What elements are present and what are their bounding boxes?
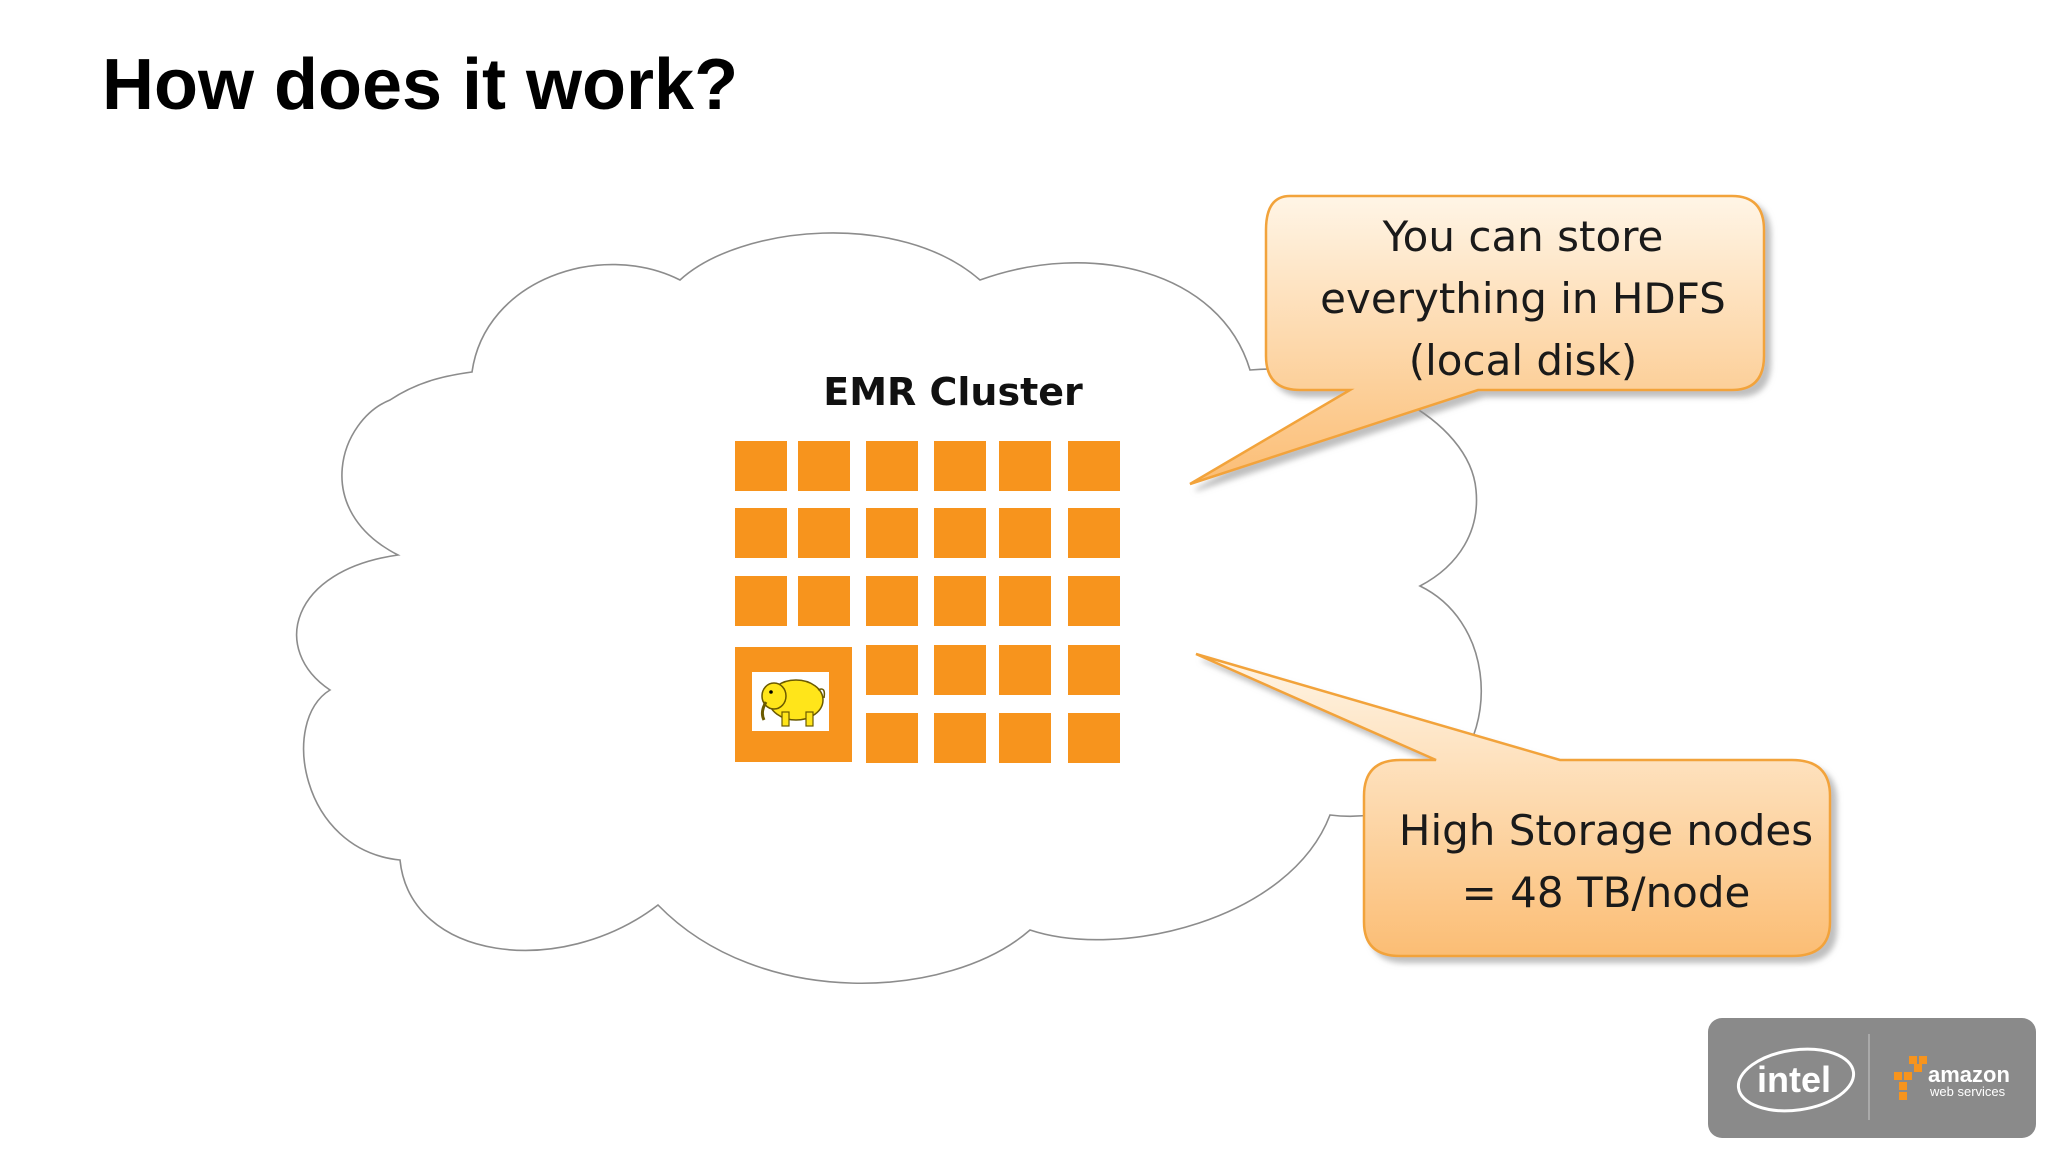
callout-storage-text: High Storage nodes = 48 TB/node [1366, 800, 1846, 924]
partner-logo-badge [1708, 1018, 2036, 1138]
cluster-node [999, 508, 1051, 558]
cluster-node [1068, 713, 1120, 763]
callout-storage [1195, 652, 1832, 958]
cluster-node [735, 508, 787, 558]
cluster-node [1068, 576, 1120, 626]
cluster-node [934, 713, 986, 763]
intel-logo: intel [1736, 1047, 1856, 1113]
callout-line: High Storage nodes [1398, 806, 1814, 855]
slide-title: How does it work? [102, 45, 739, 125]
cluster-node [866, 645, 918, 695]
callout-line: = 48 TB/node [1461, 868, 1751, 917]
cluster-node [866, 713, 918, 763]
aws-logo: amazon web services [1894, 1056, 2010, 1100]
aws-logo-text: amazon [1928, 1062, 2010, 1087]
cluster-node [934, 645, 986, 695]
cluster-node [1068, 508, 1120, 558]
hadoop-elephant-icon [760, 679, 826, 727]
cluster-node [934, 508, 986, 558]
callout-hdfs-text: You can store everything in HDFS (local … [1268, 206, 1778, 392]
cluster-node [866, 576, 918, 626]
cluster-node [798, 576, 850, 626]
cluster-node [735, 441, 787, 491]
cluster-node [999, 645, 1051, 695]
cluster-label: EMR Cluster [823, 370, 1083, 414]
cluster-node [866, 508, 918, 558]
callout-line: everything in HDFS [1320, 274, 1726, 323]
callout-line: (local disk) [1408, 336, 1638, 385]
aws-logo-subtext: web services [1929, 1084, 2006, 1099]
cluster-node [999, 441, 1051, 491]
cluster-node-grid [735, 441, 1120, 763]
cluster-node [798, 508, 850, 558]
logo-divider [1868, 1034, 1870, 1120]
cluster-node [999, 576, 1051, 626]
cluster-node [735, 576, 787, 626]
cluster-node [1068, 645, 1120, 695]
aws-cubes-icon [1894, 1056, 1927, 1100]
cluster-node [866, 441, 918, 491]
cluster-node [999, 713, 1051, 763]
master-node [735, 647, 852, 762]
callout-hdfs [1189, 194, 1766, 486]
cluster-node [1068, 441, 1120, 491]
cluster-node [798, 441, 850, 491]
callout-line: You can store [1382, 212, 1664, 261]
cluster-node [934, 576, 986, 626]
intel-logo-text: intel [1757, 1059, 1831, 1100]
cluster-node [934, 441, 986, 491]
